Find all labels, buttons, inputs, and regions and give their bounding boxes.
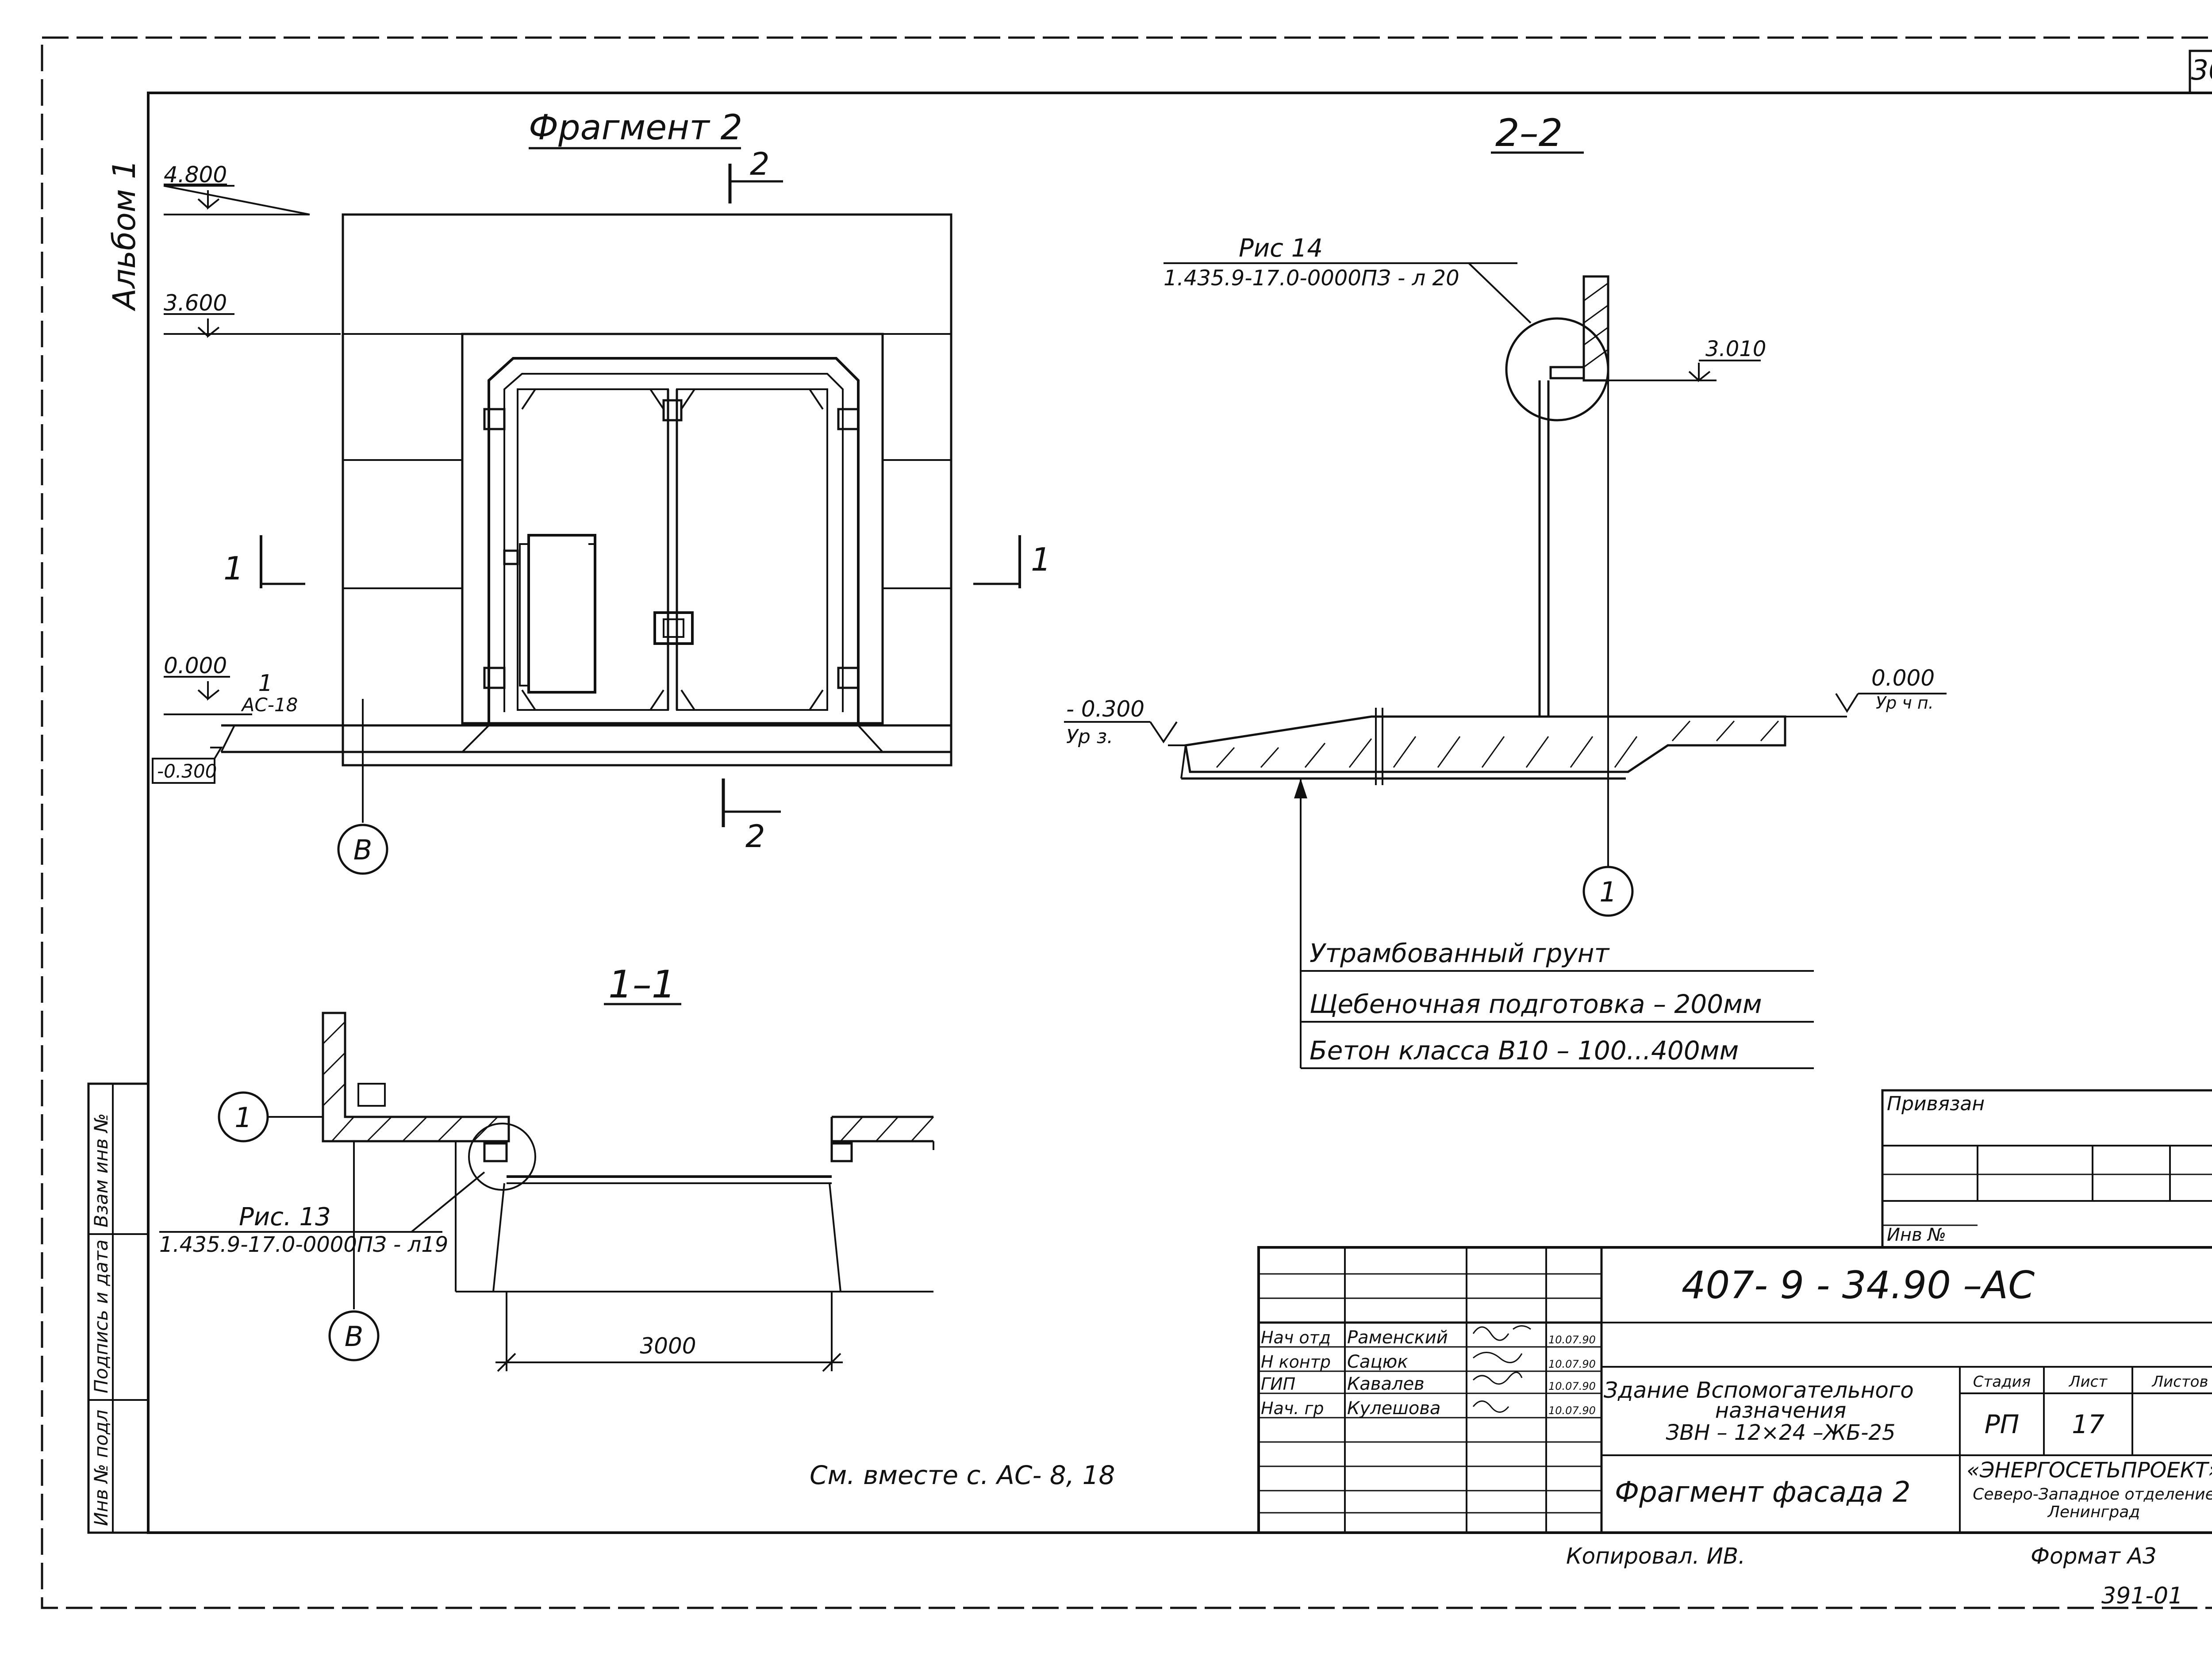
building-line-3: ЗВН – 12×24 –ЖБ-25: [1666, 1420, 1896, 1445]
name-2: Сацюк: [1347, 1352, 1408, 1372]
date-1: 10.07.90: [1548, 1334, 1596, 1346]
section-mark-left: 1: [223, 550, 244, 587]
copied-by: Копировал. ИВ.: [1566, 1543, 1745, 1569]
side-stamp: Инв № подл Подпись и дата Взам инв №: [87, 1082, 150, 1534]
sheet-header: Лист: [2068, 1373, 2108, 1391]
building-line-1: Здание Вспомогательного: [1604, 1377, 1914, 1403]
section-mark-right: 1: [1031, 541, 1051, 578]
sheet-number-box: [2189, 50, 2212, 94]
level-3010: 3.010: [1705, 337, 1766, 361]
ref-14-doc: 1.435.9-17.0-0000ПЗ - л 20: [1164, 266, 1459, 291]
section-11-title: 1–1: [608, 963, 676, 1007]
level-4800: 4.800: [164, 162, 227, 188]
see-also-note: См. вместе с. АС- 8, 18: [810, 1460, 1115, 1490]
section-mark-bottom: 2: [745, 818, 765, 855]
document-code: 407- 9 - 34.90 –АС: [1682, 1263, 2035, 1308]
org-city: Ленинград: [2047, 1503, 2140, 1521]
drawing-title: Фрагмент фасада 2: [1615, 1476, 1911, 1509]
section-11-axis-bottom: В: [345, 1320, 364, 1353]
sheets-header: Листов: [2151, 1373, 2208, 1391]
section-22-title: 2–2: [1495, 111, 1563, 155]
ref-13-title: Рис. 13: [239, 1203, 331, 1231]
date-4: 10.07.90: [1548, 1404, 1596, 1417]
ref-sheet: АС-18: [241, 694, 298, 716]
layer-3: Бетон класса В10 – 100...400мм: [1310, 1035, 1739, 1066]
org-name: «ЭНЕРГОСЕТЬПРОЕКТ»: [1966, 1458, 2212, 1483]
role-2: Н контр: [1261, 1352, 1331, 1372]
level-3600: 3.600: [164, 290, 227, 316]
album-label: Альбом 1: [106, 160, 142, 311]
role-3: ГИП: [1261, 1374, 1295, 1394]
level-0000: 0.000: [164, 653, 227, 679]
ref-13-doc: 1.435.9-17.0-0000ПЗ - л19: [159, 1232, 448, 1257]
inv-no-label: Инв №: [1887, 1225, 1946, 1245]
side-vzam-inv: Взам инв №: [90, 1113, 112, 1227]
dimension-3000: 3000: [640, 1333, 696, 1359]
sheet-frame: [147, 92, 2212, 1534]
org-branch: Северо-Западное отделение: [1973, 1485, 2212, 1503]
date-3: 10.07.90: [1548, 1380, 1596, 1392]
level-left: - 0.300: [1066, 696, 1144, 722]
sheet-format: Формат А3: [2031, 1543, 2157, 1569]
level-minus-0300: -0.300: [157, 760, 217, 782]
fragment-2: Фрагмент 2 2 2 4.800 3.600 0.000 -0.300 …: [152, 108, 1051, 875]
title-block: Привязан Инв № Нач отд Раменский 10.07.9…: [1257, 1089, 2212, 1534]
name-3: Кавалев: [1347, 1374, 1425, 1394]
layer-2: Щебеночная подготовка – 200мм: [1310, 989, 1762, 1019]
side-signature-date: Подпись и дата: [90, 1239, 112, 1393]
section-22-axis: 1: [1599, 876, 1617, 908]
ref-number: 1: [258, 670, 273, 697]
section-1-1: 1–1 1 В Рис.: [159, 963, 934, 1372]
role-1: Нач отд: [1261, 1328, 1331, 1347]
name-4: Кулешова: [1347, 1398, 1440, 1419]
section-11-axis-top: 1: [234, 1101, 252, 1134]
side-inv-podl: Инв № подл: [90, 1410, 112, 1526]
section-2-2: 2–2 Рис 14 1.435.9-17.0-0000ПЗ - л 20 3.…: [1064, 111, 1947, 1069]
level-right: 0.000: [1871, 665, 1935, 691]
date-2: 10.07.90: [1548, 1358, 1596, 1370]
layer-1: Утрамбованный грунт: [1310, 938, 1610, 968]
level-right-sub: Ур ч п.: [1876, 693, 1934, 713]
privyazan-label: Привязан: [1887, 1093, 1985, 1115]
outer-trim-line: [41, 36, 2212, 1609]
building-line-2: назначения: [1715, 1398, 1846, 1423]
level-left-sub: Ур з.: [1066, 725, 1113, 748]
name-1: Раменский: [1347, 1327, 1448, 1348]
stage-value: РП: [1985, 1409, 2020, 1439]
role-4: Нач. гр: [1261, 1399, 1324, 1418]
bottom-code: 391-01: [2101, 1583, 2183, 1609]
stage-header: Стадия: [1973, 1373, 2031, 1391]
fragment-title: Фрагмент 2: [529, 108, 742, 148]
axis-label-top: В: [353, 834, 373, 866]
sheet-number: 30: [2191, 54, 2212, 86]
section-mark-top: 2: [750, 146, 770, 182]
ref-14-title: Рис 14: [1239, 234, 1323, 263]
sheet-value: 17: [2072, 1409, 2104, 1439]
